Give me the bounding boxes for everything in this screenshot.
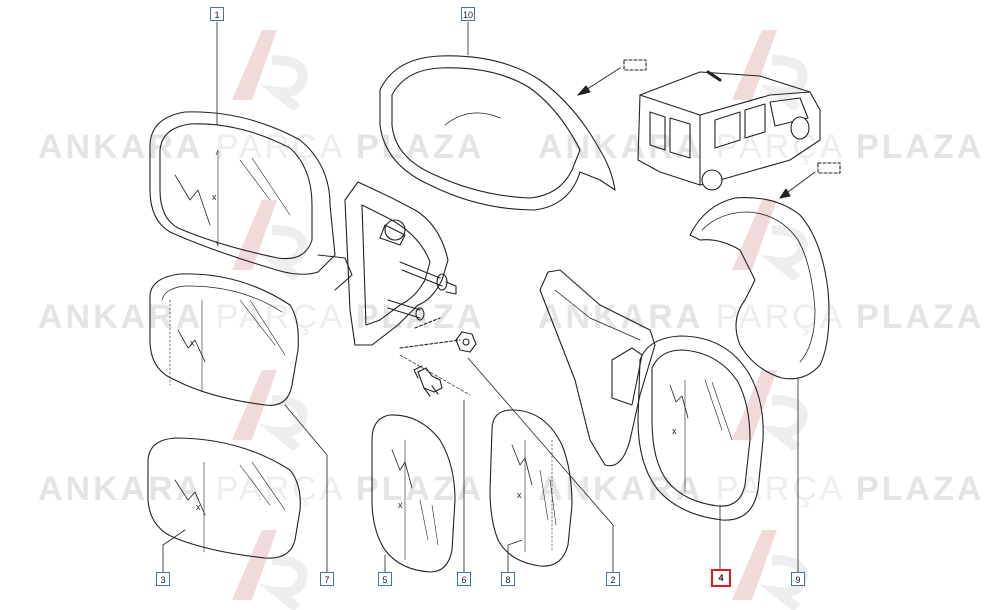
mirror-glass-part-3: x xyxy=(147,437,301,559)
mirror-glass-part-5: x xyxy=(371,414,456,573)
watermark-logo-icon xyxy=(732,30,808,110)
svg-text:x: x xyxy=(196,502,201,512)
callout-10: 10 xyxy=(461,7,475,21)
callout-1: 1 xyxy=(210,7,224,21)
nut-part xyxy=(455,331,477,353)
callout-6: 6 xyxy=(457,572,471,586)
mirror-body-part-2 xyxy=(344,181,461,349)
mirror-cover-part-9 xyxy=(689,162,841,380)
mirror-cover-part-10 xyxy=(379,55,647,211)
callout-8: 8 xyxy=(501,572,515,586)
callout-7: 7 xyxy=(320,572,334,586)
svg-text:x: x xyxy=(212,192,217,202)
leader-lines xyxy=(162,21,799,575)
vehicle-illustration xyxy=(637,70,821,191)
callout-3: 3 xyxy=(156,572,170,586)
svg-text:x: x xyxy=(672,426,677,436)
watermark-logo-icon xyxy=(232,200,308,280)
mirror-glass-part-7: x xyxy=(149,273,299,406)
watermark-row-1: ANKARA PARÇA PLAZA xyxy=(38,128,485,166)
callout-2: 2 xyxy=(606,572,620,586)
mirror-housing-shell xyxy=(539,269,656,467)
svg-text:x: x xyxy=(398,500,403,510)
screw-part-6 xyxy=(413,365,443,397)
watermark-row-3: ANKARA PARÇA PLAZA xyxy=(38,298,485,336)
watermark-row-6: ANKARA PARÇA PLAZA xyxy=(538,470,985,508)
svg-text:x: x xyxy=(190,338,195,348)
watermark-row-5: ANKARA PARÇA PLAZA xyxy=(38,470,485,508)
watermark-logo-icon xyxy=(232,30,308,110)
watermark-logo-icon xyxy=(732,370,808,450)
callout-5: 5 xyxy=(378,572,392,586)
callout-4-highlighted[interactable]: 4 xyxy=(711,569,731,587)
mirror-glass-part-4: x xyxy=(637,335,764,521)
mirror-assembly-part-1: x xyxy=(149,111,353,291)
watermark-logo-icon xyxy=(232,370,308,450)
mirror-glass-part-8: x xyxy=(489,409,573,567)
watermark-logo-icon xyxy=(732,200,808,280)
callout-9: 9 xyxy=(791,572,805,586)
watermark-logo-icon xyxy=(232,530,308,610)
svg-text:x: x xyxy=(517,490,522,500)
watermark-row-2: ANKARA PARÇA PLAZA xyxy=(538,128,985,166)
